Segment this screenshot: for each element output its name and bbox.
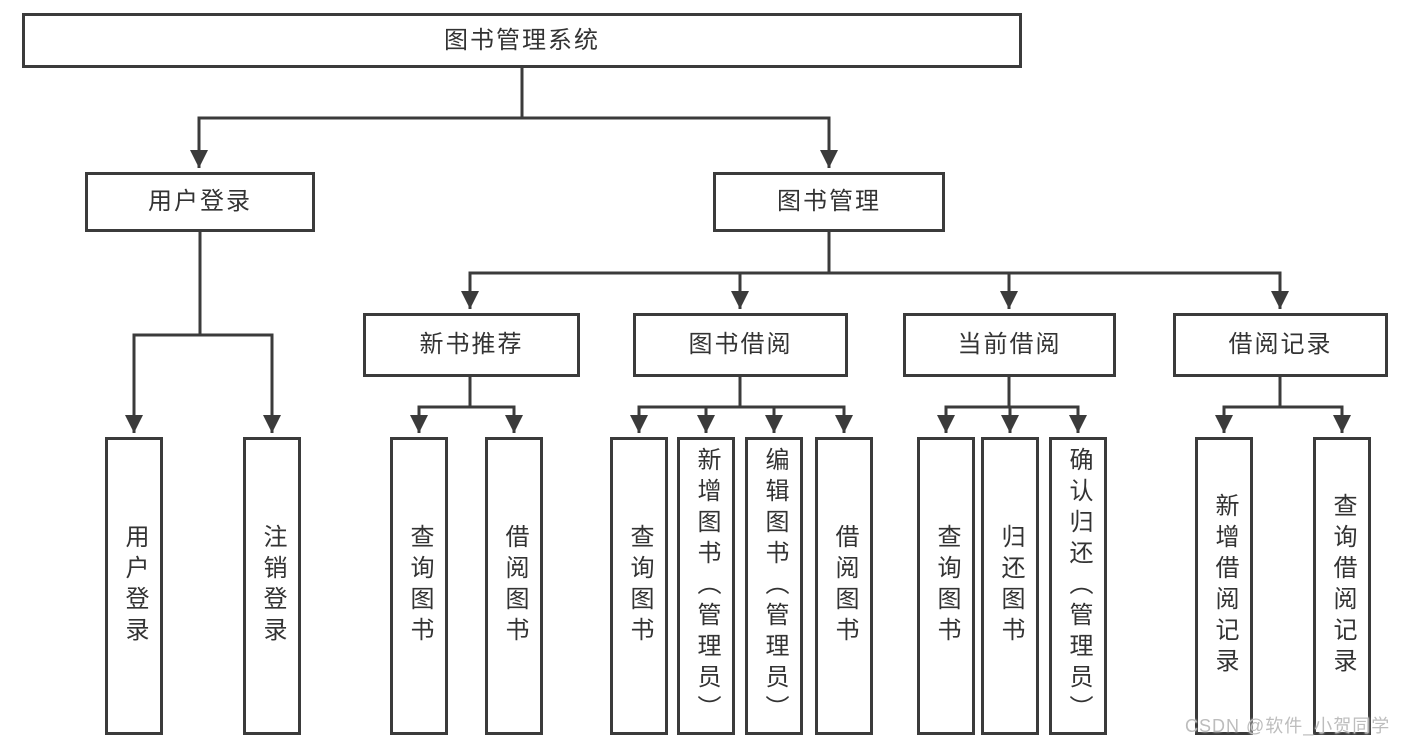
leaf-borrowing-add-books-admin: 新增图书（管理员） xyxy=(677,437,735,735)
node-root-system: 图书管理系统 xyxy=(22,13,1022,68)
leaf-borrowing-borrow-books: 借阅图书 xyxy=(815,437,873,735)
connector-user-login-to-leaves xyxy=(125,232,281,433)
node-current-borrowing: 当前借阅 xyxy=(903,313,1116,377)
connector-new-book-recommend-to-leaves xyxy=(410,377,523,433)
csdn-watermark: CSDN @软件_小贺同学 xyxy=(1185,716,1391,736)
connector-book-borrowing-to-leaves xyxy=(630,377,853,433)
leaf-borrowing-query-books: 查询图书 xyxy=(610,437,668,735)
leaf-user-login: 用户登录 xyxy=(105,437,163,735)
node-book-management: 图书管理 xyxy=(713,172,945,232)
connector-book-management-to-level3 xyxy=(461,232,1289,309)
node-user-login: 用户登录 xyxy=(85,172,315,232)
leaf-records-add-record: 新增借阅记录 xyxy=(1195,437,1253,735)
leaf-current-query-books: 查询图书 xyxy=(917,437,975,735)
leaf-logout: 注销登录 xyxy=(243,437,301,735)
connector-current-borrowing-to-leaves xyxy=(937,377,1087,433)
leaf-current-return-books: 归还图书 xyxy=(981,437,1039,735)
node-borrowing-records: 借阅记录 xyxy=(1173,313,1388,377)
connector-borrowing-records-to-leaves xyxy=(1215,377,1351,433)
connector-root-to-level2 xyxy=(190,68,838,168)
leaf-newbooks-borrow-books: 借阅图书 xyxy=(485,437,543,735)
node-book-borrowing: 图书借阅 xyxy=(633,313,848,377)
leaf-borrowing-edit-books-admin: 编辑图书（管理员） xyxy=(745,437,803,735)
node-new-book-recommend: 新书推荐 xyxy=(363,313,580,377)
leaf-records-query-record: 查询借阅记录 xyxy=(1313,437,1371,735)
leaf-newbooks-query-books: 查询图书 xyxy=(390,437,448,735)
leaf-current-confirm-return-admin: 确认归还（管理员） xyxy=(1049,437,1107,735)
